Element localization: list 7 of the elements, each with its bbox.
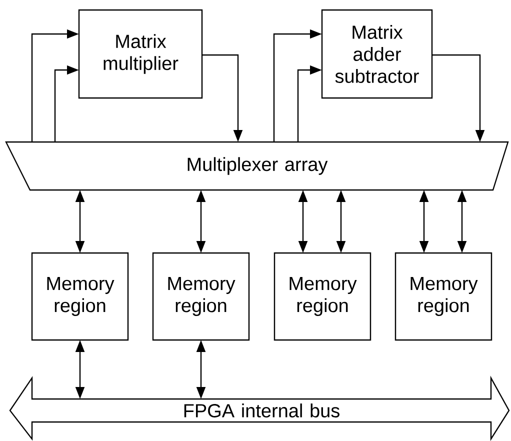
multiplexer-trapezoid: Multiplexer array	[5, 141, 509, 191]
process-box: Memory region	[152, 252, 250, 341]
process-box: Memory region	[274, 252, 372, 341]
process-box: Memory region	[31, 252, 129, 341]
process-box: Matrix multiplier	[78, 9, 203, 99]
process-box: Memory region	[394, 252, 492, 341]
process-box: Matrix adder subtractor	[321, 9, 433, 99]
